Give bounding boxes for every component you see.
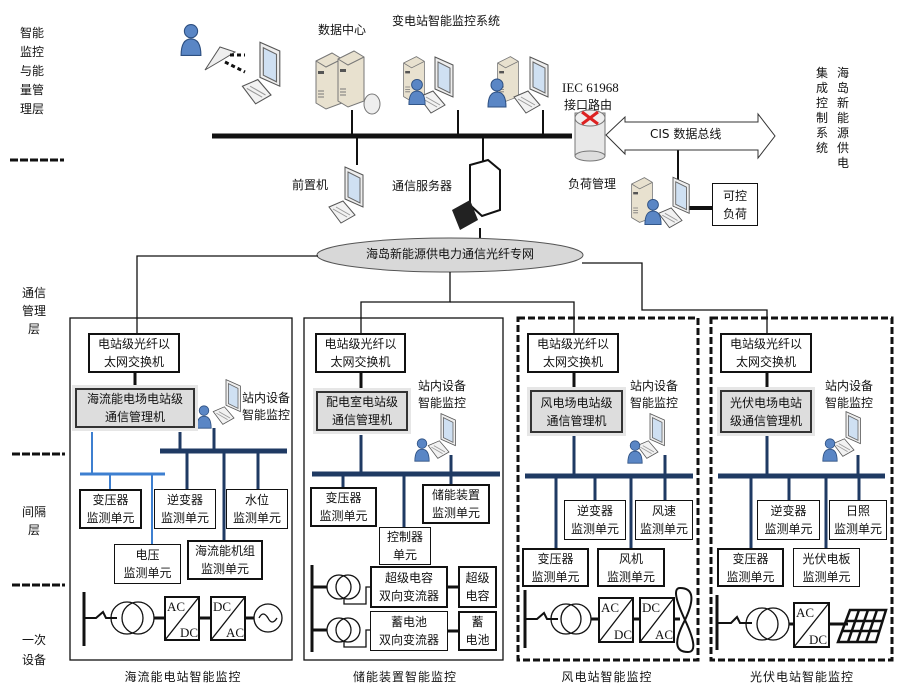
unit-box: 变压器监测单元 — [717, 548, 784, 587]
integrated-control-label: 集成控制系统 — [815, 66, 828, 155]
station-monitor-label: 站内设备智能监控 — [418, 379, 467, 410]
unit-box: 风速监测单元 — [635, 500, 693, 540]
layer-label-bay: 间隔层 — [22, 505, 47, 537]
computer-icon — [636, 413, 665, 459]
converter-box: 超级电容双向变流器 — [370, 566, 448, 608]
transformer-icon — [110, 601, 144, 635]
controllable-load-box: 可控负荷 — [712, 183, 758, 226]
wireless-terminal-icon — [204, 46, 246, 74]
station-monitor-label: 站内设备智能监控 — [825, 379, 874, 410]
supercapacitor-box: 超级电容 — [458, 566, 497, 608]
unit-box: 逆变器监测单元 — [564, 500, 626, 540]
unit-box: 水位监测单元 — [226, 489, 288, 529]
layer-dividers — [10, 158, 65, 587]
comm-manager-box: 风电场电站级通信管理机 — [530, 390, 623, 433]
transformer-icon — [326, 574, 352, 600]
substation-system-title: 变电站智能监控系统 — [392, 14, 501, 28]
load-management-label: 负荷管理 — [568, 177, 617, 191]
station-frame-tidal — [69, 317, 293, 661]
converter-label: AC — [655, 627, 673, 642]
comm-manager-box: 配电室电站级通信管理机 — [316, 391, 408, 431]
converter-label: DC — [213, 599, 231, 614]
primary-equipment-wind — [523, 586, 695, 654]
station-caption: 储能装置智能监控 — [352, 670, 458, 684]
fiber-network-label: 海岛新能源供电力通信光纤专网 — [365, 247, 534, 261]
unit-box: 控制器单元 — [379, 527, 431, 565]
cis-bus-label: CIS 数据总线 — [650, 127, 722, 141]
unit-box: 日照监测单元 — [829, 500, 887, 540]
station-frame-storage — [303, 317, 504, 661]
communication-server-icon — [452, 158, 501, 230]
station-monitor-label: 站内设备智能监控 — [242, 391, 291, 422]
transformer-icon — [745, 607, 779, 641]
primary-equipment-storage — [310, 565, 458, 652]
converter-label: AC — [167, 599, 185, 614]
fiber-switch-box: 电站级光纤以太网交换机 — [720, 333, 812, 373]
comm-manager-box: 光伏电场电站级通信管理机 — [720, 390, 812, 433]
unit-box: 储能装置监测单元 — [422, 484, 490, 524]
unit-box: 光伏电板监测单元 — [793, 548, 860, 587]
primary-equipment-tidal — [82, 592, 283, 646]
computer-icon — [241, 41, 281, 105]
front-end-label: 前置机 — [292, 178, 329, 192]
comm-server-label: 通信服务器 — [392, 179, 453, 193]
comm-manager-box: 海流能电场电站级通信管理机 — [75, 388, 195, 428]
station-caption: 海流能电站智能监控 — [124, 670, 242, 684]
database-icon — [363, 93, 381, 115]
generator-icon — [253, 603, 283, 633]
unit-box: 变压器监测单元 — [522, 548, 589, 587]
unit-box: 逆变器监测单元 — [757, 500, 820, 540]
unit-box: 变压器监测单元 — [310, 487, 377, 527]
user-icon — [196, 405, 212, 429]
converter-label: DC — [180, 625, 198, 640]
converter-label: DC — [642, 600, 660, 615]
island-energy-label: 海岛新能源供电 — [836, 66, 849, 170]
station-frame-wind — [516, 316, 700, 662]
fiber-switch-box: 电站级光纤以太网交换机 — [88, 333, 180, 373]
station-caption: 光伏电站智能监控 — [749, 670, 855, 684]
transformer-icon — [550, 603, 582, 635]
computer-icon — [513, 56, 549, 114]
computer-icon — [427, 413, 456, 459]
unit-box: 变压器监测单元 — [79, 489, 142, 529]
battery-box: 蓄电池 — [458, 611, 497, 651]
converter-label: DC — [614, 627, 632, 642]
computer-icon — [212, 379, 241, 425]
station-caption: 风电站智能监控 — [561, 670, 653, 684]
data-center-label: 数据中心 — [318, 23, 367, 37]
user-icon — [180, 24, 202, 57]
user-icon — [414, 438, 430, 462]
server-icon — [337, 50, 365, 108]
converter-label: AC — [796, 605, 814, 620]
station-monitor-label: 站内设备智能监控 — [630, 379, 679, 410]
user-icon — [822, 438, 838, 462]
computer-icon — [832, 411, 861, 457]
converter-label: AC — [601, 600, 619, 615]
layer-label-management: 智能监控与能量管理层 — [20, 26, 45, 116]
unit-box: 风机监测单元 — [597, 548, 665, 587]
layer-label-primary: 一次设备 — [22, 633, 47, 667]
fiber-switch-box: 电站级光纤以太网交换机 — [527, 333, 619, 373]
solar-panel-icon — [836, 608, 888, 644]
unit-box: 逆变器监测单元 — [154, 489, 216, 529]
converter-box: 蓄电池双向变流器 — [370, 611, 448, 651]
iec-label: IEC 61968 — [562, 80, 619, 95]
layer-label-communication: 通信管理层 — [22, 286, 47, 336]
fiber-switch-box: 电站级光纤以太网交换机 — [315, 333, 406, 373]
cis-bus-arrow — [605, 112, 776, 160]
router-icon — [574, 109, 606, 162]
station-frame-pv — [709, 316, 894, 662]
converter-label: AC — [226, 625, 244, 640]
transformer-icon — [326, 617, 352, 643]
computer-icon — [658, 176, 690, 229]
primary-equipment-pv — [715, 595, 888, 650]
unit-box: 海流能机组监测单元 — [187, 540, 263, 580]
wind-turbine-icon — [675, 586, 695, 654]
router-label: 接口路由 — [564, 98, 613, 112]
computer-icon — [328, 166, 364, 224]
converter-label: DC — [809, 632, 827, 647]
unit-box: 电压监测单元 — [114, 544, 181, 584]
